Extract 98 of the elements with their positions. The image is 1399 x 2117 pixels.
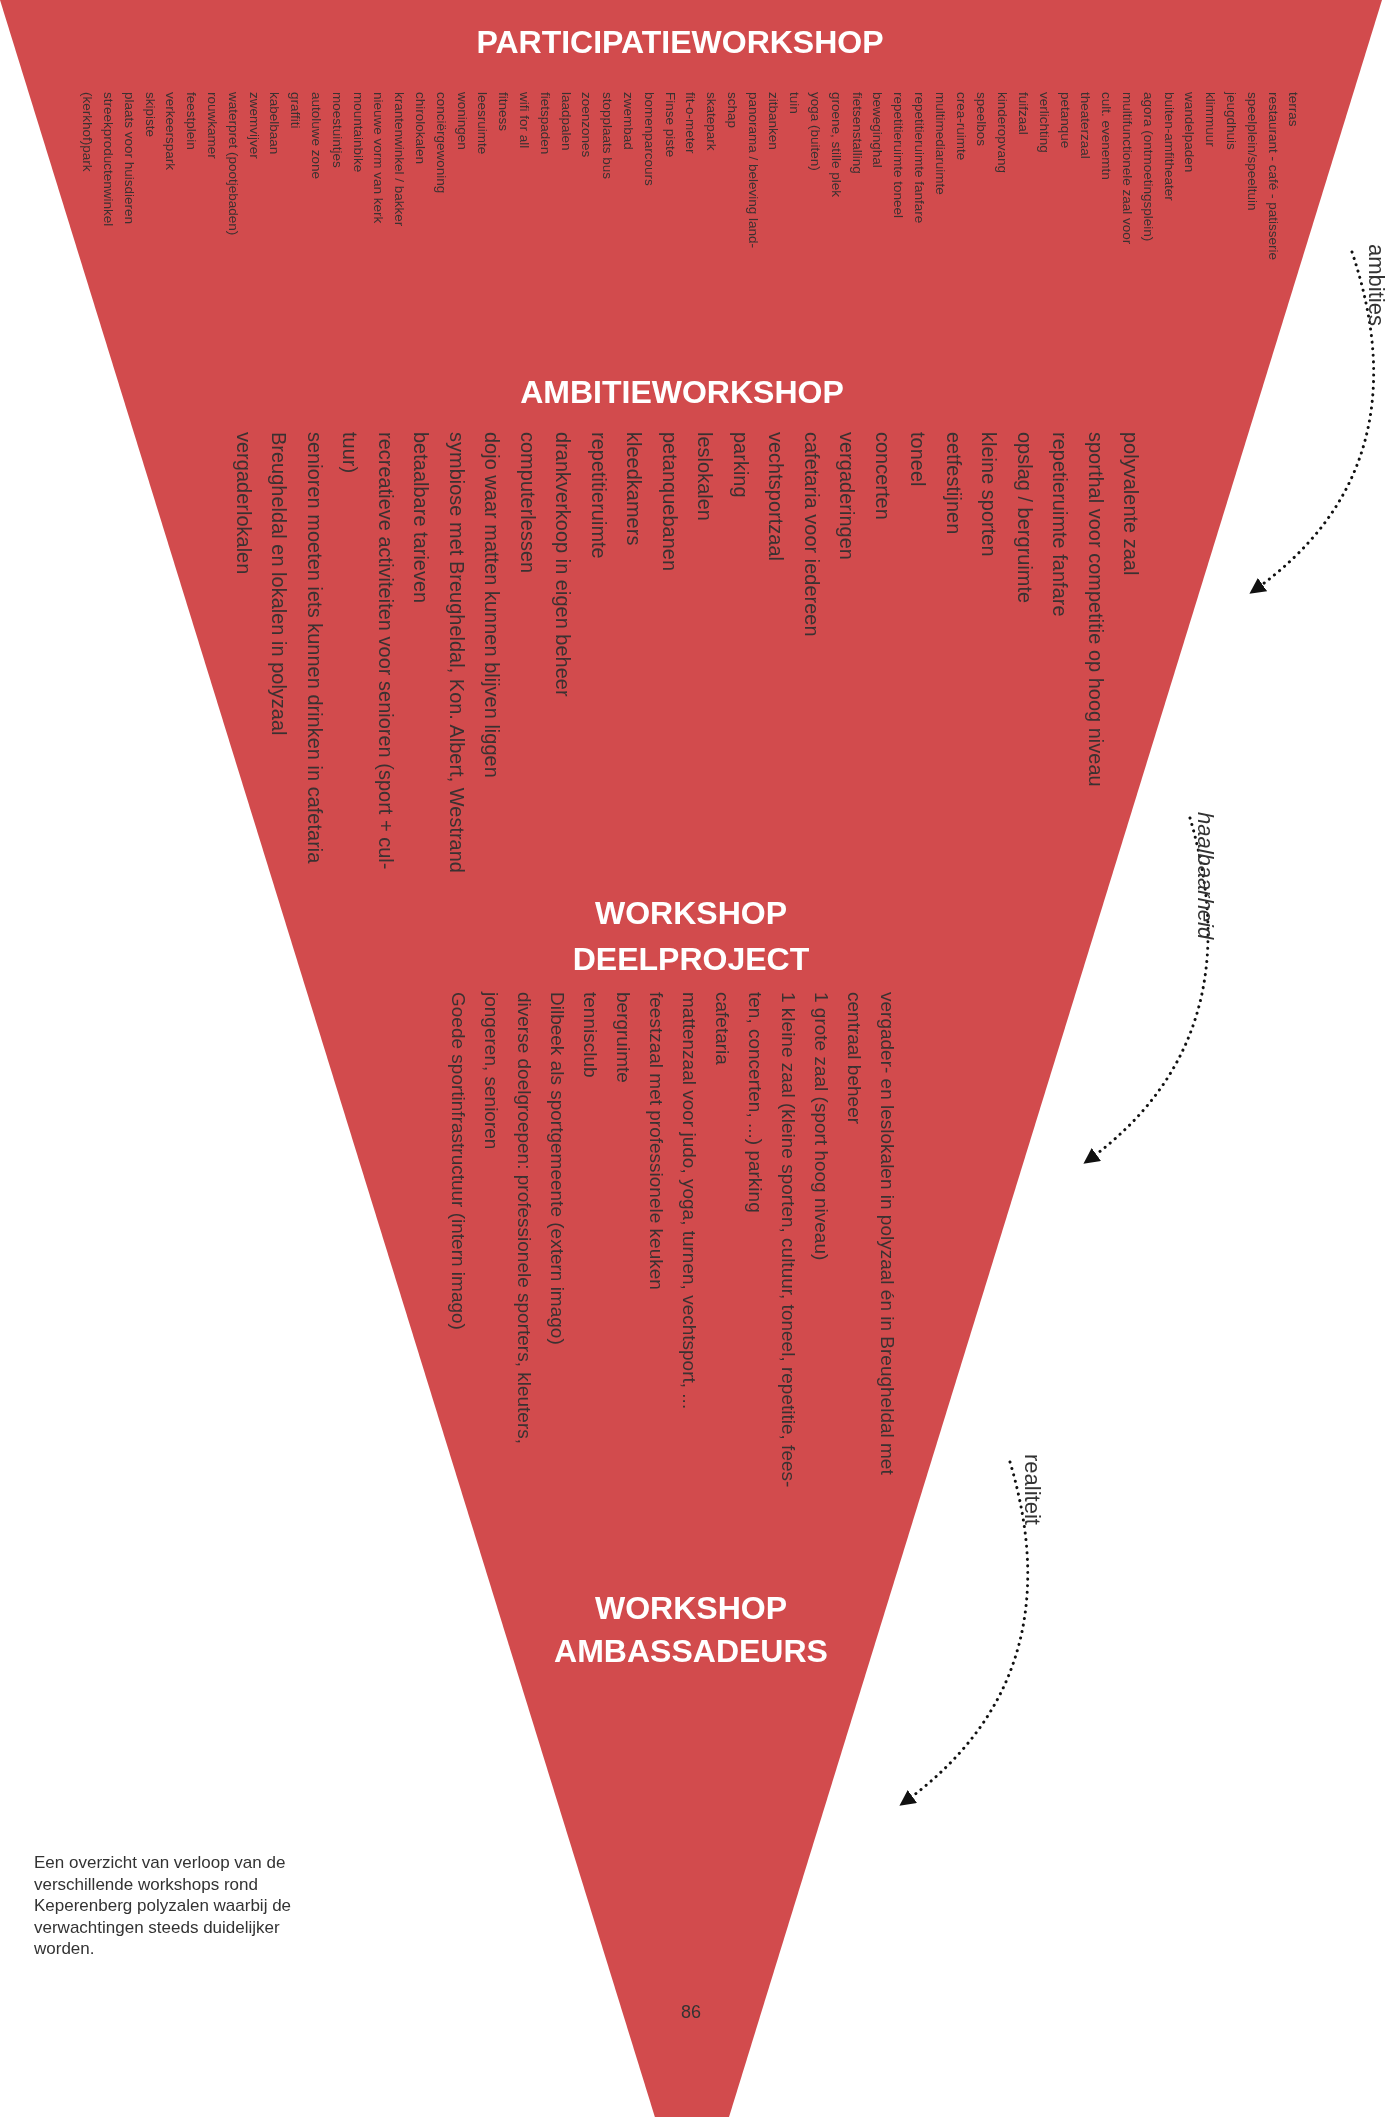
list-item: sporthal voor competitie op hoog niveau [1083,432,1108,789]
section-heading: PARTICIPATIEWORKSHOP [475,23,885,62]
list-item: jeugdhuis [1223,92,1240,152]
list-item: speelplein/speeltuin [1243,92,1261,213]
list-item: repetitieruimte fanfare [911,92,929,226]
list-item: bomenparcours [640,92,658,188]
list-item: kabelbaan [266,92,284,157]
list-item: mattenzaal voor judo, yoga, turnen, vechtsport, ... [677,992,701,1412]
list-item: zoenzones [578,92,596,160]
list-item: recreatieve activiteiten voor senioren (sport + cul- tuur) [338,432,398,872]
list-item: krantenwinkel / bakker [391,92,409,229]
list-item: fietsenstalling [848,92,866,176]
list-item: repetitieruimte [586,432,611,561]
list-item: theaterzaal [1077,92,1095,161]
list-item: leslokalen [693,432,717,523]
list-item: moestuintjes [328,92,346,170]
section-heading: WORKSHOP DEELPROJECT [571,894,811,979]
list-item: diverse doelgroepen: professionele sporters, kleuters, jongeren, senioren [479,992,536,1447]
list-item: groene, stille plek [827,92,845,200]
list-item: (kerkhof)park [79,92,97,174]
list-item: beweginghal [869,92,887,170]
list-item: graffiti [287,92,305,131]
list-item: plaats voor huisdieren [120,92,138,227]
list-item: rouwkamer [203,92,221,161]
list-item: vechtsportzaal [764,432,788,563]
list-item: streekproductenwinkel [100,92,117,229]
list-item: waterpret (pootjebaden) [224,92,242,238]
list-item: agora (ontmoetingsplein) [1139,92,1157,244]
stage-label: ambities [1364,244,1388,326]
list-item: Finse piste [661,92,679,160]
list-item: multimediaruimte [931,92,949,197]
list-item: restaurant - café - patisserie [1264,92,1282,261]
list-item: opslag / bergruimte [1012,432,1037,606]
list-item: klimmuur [1202,92,1220,149]
list-item: toneel [906,432,930,489]
list-item: symbiose met Breugheldal, Kon. Albert, Westrand [444,432,469,873]
list-item: terras [1285,92,1303,129]
list-item: crea-ruimte [952,92,970,163]
stage-label: realiteit [1020,1454,1044,1525]
list-item: kinderopvang [994,92,1012,176]
section-heading: WORKSHOP AMBASSADEURS [553,1589,829,1671]
list-item: petanquebanen [657,432,682,574]
list-item: leesruimte [474,92,492,157]
list-item: zitbanken [765,92,783,152]
list-item: fuifzaal [1015,92,1033,137]
stage-label: haalbaarheid [1193,812,1217,940]
list-item: feestplein [183,92,201,152]
list-item: concerten [870,432,895,522]
list-item: tennisclub [578,992,602,1080]
list-item: buiten-amfitheater [1160,92,1178,203]
list-item: zwembad [619,92,637,152]
list-item: cafetaria voor iedereen [799,432,824,639]
list-item: autoluwe zone [307,92,325,182]
list-item: Goede sportinfrastructuur (intern imago) [446,992,470,1332]
list-item: verlichting [1035,92,1053,155]
list-item: parking [728,432,753,500]
list-item: fitness [495,92,513,134]
list-item: zwemvijver [245,92,263,161]
list-item: conciërgewoning [432,92,450,196]
list-item: 1 grote zaal (sport hoog niveau) [809,992,833,1263]
caption-text: Een overzicht van verloop van de verschillende workshops rond Keperenberg polyzalen waarbij de verwachtingen steeds duidelijker worden. [34,1852,293,1960]
list-item: repetitieruimte toneel [890,92,908,221]
list-item: skipiste [141,92,159,139]
list-item: feestzaal met professionele keuken [644,992,668,1292]
list-item: nieuwe vorm van kerk [370,92,388,226]
list-item: dojo waar matten kunnen blijven liggen [480,432,504,780]
list-item: cafetaria [710,992,734,1067]
list-item: stopplaats bus [599,92,617,182]
list-item: woningen [453,92,471,152]
list-item: vergaderingen [835,432,859,562]
list-item: speelbos [973,92,991,149]
list-item: petanque [1056,92,1074,151]
list-item: skatepark [703,92,721,153]
list-item: mountainbike [349,92,367,175]
list-item: eetfestijnen [941,432,966,537]
list-item: yoga (buiten) [807,92,825,173]
list-item: verkeerspark [162,92,180,173]
list-item: tuin [786,92,804,116]
list-item: Dilbeek als sportgemeente (extern imago) [545,992,569,1347]
list-item: polyvalente zaal [1119,432,1143,578]
list-item: betaalbare tarieven [409,432,433,606]
page-number: 86 [680,2002,702,2023]
list-item: laadpalen [557,92,575,153]
list-item: kleine sporten [977,432,1001,559]
list-item: vergaderlokalen [231,432,256,577]
list-item: repetieruimte fanfare [1048,432,1072,619]
list-item: kleedkamers [622,432,646,548]
list-item: wifi for all [515,92,533,151]
list-item: fit-o-meter [682,92,700,156]
list-item: drankverkoop in eigen beheer [551,432,575,699]
list-item: Breugheldal en lokalen in polyzaal [267,432,291,738]
section-heading: AMBITIEWORKSHOP [519,373,845,412]
list-item: fietspaden [536,92,554,157]
list-item: computerlessen [515,432,540,576]
list-item: chirolokalen [411,92,429,167]
list-item: senioren moeten iets kunnen drinken in cafetaria [302,432,327,866]
list-item: wandelpaden [1181,92,1199,175]
list-item: bergruimte [611,992,635,1085]
